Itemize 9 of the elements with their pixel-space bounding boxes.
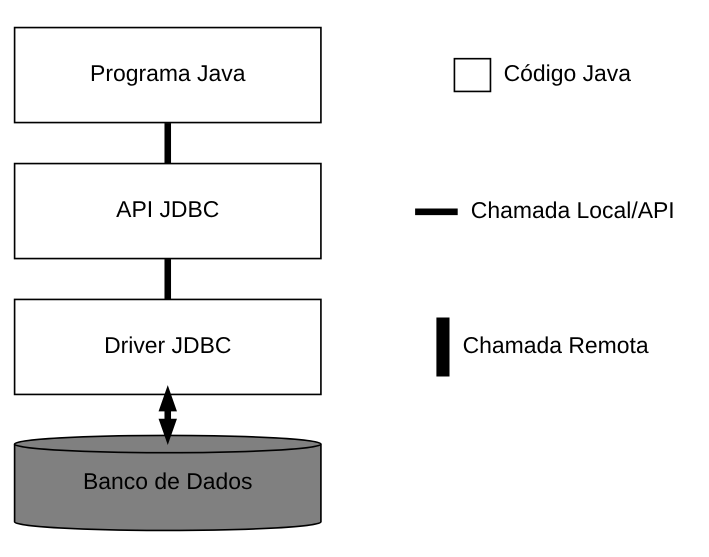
node-box: Programa Java	[14, 26, 322, 123]
connector	[164, 122, 172, 163]
legend-label: Código Java	[504, 60, 632, 86]
node-box: API JDBC	[14, 162, 322, 259]
legend-label: Chamada Local/API	[470, 196, 675, 222]
connector	[164, 258, 172, 299]
node-box: Driver JDBC	[14, 298, 322, 395]
arrow	[158, 384, 177, 445]
legend-label: Chamada Remota	[462, 332, 649, 358]
